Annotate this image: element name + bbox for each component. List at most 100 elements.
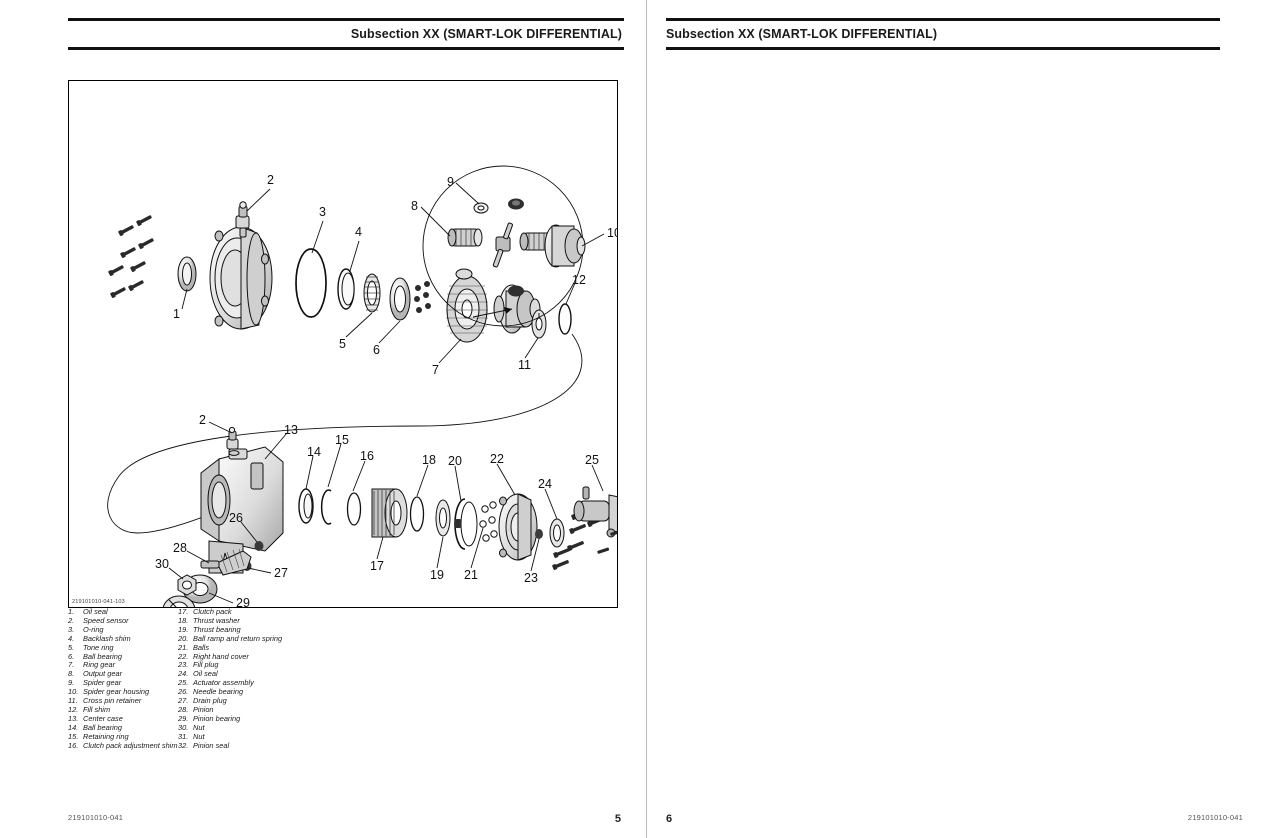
legend-item-label: Ball bearing bbox=[83, 651, 123, 661]
callout-28: 28 bbox=[173, 541, 187, 555]
callout-7: 7 bbox=[432, 363, 439, 377]
header-title: Subsection XX (SMART-LOK DIFFERENTIAL) bbox=[666, 27, 938, 41]
legend-item-number: 31. bbox=[178, 731, 189, 741]
legend-item-label: Pinion seal bbox=[193, 740, 230, 750]
legend-item-number: 6. bbox=[68, 651, 75, 661]
legend-item-label: Clutch pack adjustment shim bbox=[83, 740, 178, 750]
legend-item-number: 30. bbox=[178, 722, 189, 732]
callout-12: 12 bbox=[572, 273, 586, 287]
legend-item: 5. Tone ring bbox=[68, 642, 298, 653]
legend-item-number: 12. bbox=[68, 704, 79, 714]
callout-5: 5 bbox=[339, 337, 346, 351]
legend-item-label: Clutch pack bbox=[193, 607, 232, 616]
callout-9: 9 bbox=[447, 175, 454, 189]
legend-item: 23.Fill plug bbox=[178, 661, 478, 670]
legend-item-label: Oil seal bbox=[83, 607, 108, 616]
legend-item-label: Ball ramp and return spring bbox=[193, 633, 283, 643]
header-rule-top bbox=[666, 18, 1220, 21]
legend-item: 8.Output gear bbox=[68, 669, 298, 679]
callout-27: 27 bbox=[274, 566, 288, 580]
legend-item-label: Speed sensor bbox=[83, 615, 129, 625]
exploded-differential-figure: 1 2 3 4 5 6 7 8 9 10 11 12 2 13 14 15 16… bbox=[68, 80, 618, 608]
legend-item: 6. Ball bearing bbox=[68, 651, 298, 662]
header-rule-top bbox=[68, 18, 624, 21]
callout-10: 10 bbox=[607, 226, 617, 240]
callout-25: 25 bbox=[585, 453, 599, 467]
header-rule-bottom bbox=[68, 47, 624, 50]
legend-item-label: Nut bbox=[193, 731, 205, 741]
legend-item: 22.Right hand cover bbox=[178, 651, 478, 662]
legend-item-number: 32. bbox=[178, 740, 189, 750]
legend-item-label: Actuator assembly bbox=[193, 678, 254, 688]
callout-22: 22 bbox=[490, 452, 504, 466]
legend-item-label: Oil seal bbox=[193, 669, 218, 679]
callout-16: 16 bbox=[360, 449, 374, 463]
legend-item-number: 29. bbox=[178, 713, 189, 723]
legend-item: 16.Clutch pack adjustment shim bbox=[68, 740, 298, 751]
legend-item-label: Fill plug bbox=[193, 660, 219, 670]
legend-item: 28.Pinion bbox=[178, 704, 478, 715]
legend-item-number: 3. bbox=[68, 624, 75, 634]
legend-item-number: 9. bbox=[68, 678, 75, 688]
right-footer-code: 219101010-041 bbox=[1187, 813, 1243, 822]
legend-item: 26. Needle bearing bbox=[178, 687, 478, 697]
callout-23: 23 bbox=[524, 571, 538, 585]
legend-item: 18.Thrust washer bbox=[178, 615, 478, 626]
callout-1: 1 bbox=[173, 307, 180, 321]
left-footer-code: 219101010-041 bbox=[68, 813, 124, 822]
callout-8: 8 bbox=[411, 199, 418, 213]
legend-item-label: Cross pin retainer bbox=[83, 696, 142, 706]
legend-item: 7. Ring gear bbox=[68, 661, 298, 670]
legend-item-number: 19. bbox=[178, 624, 189, 634]
callout-29: 29 bbox=[236, 596, 250, 608]
legend-item: 1. Oil seal bbox=[68, 607, 298, 617]
legend-item: 13.Center case bbox=[68, 714, 298, 724]
legend-item-label: O-ring bbox=[83, 624, 104, 634]
legend-item-number: 26. bbox=[178, 687, 189, 697]
right-page: Subsection XX (SMART-LOK DIFFERENTIAL) L… bbox=[646, 0, 1280, 838]
legend-item-label: Thrust bearing bbox=[193, 624, 241, 634]
legend-item: 11. Cross pin retainer bbox=[68, 696, 298, 706]
legend-item-number: 5. bbox=[68, 642, 75, 652]
legend-item-number: 15. bbox=[68, 731, 79, 741]
legend-item-label: Tone ring bbox=[83, 642, 114, 652]
legend-item-number: 18. bbox=[178, 615, 189, 625]
legend-item-number: 8. bbox=[68, 669, 75, 679]
legend-item-label: Retaining ring bbox=[83, 731, 129, 741]
legend-item-number: 20. bbox=[178, 633, 189, 643]
legend-item-number: 22. bbox=[178, 651, 189, 661]
legend-item: 2. Speed sensor bbox=[68, 615, 298, 626]
callout-11: 11 bbox=[518, 358, 531, 372]
callout-3: 3 bbox=[319, 205, 326, 219]
legend-item-number: 2. bbox=[68, 615, 75, 625]
legend-item: 32. Pinion seal bbox=[178, 740, 478, 751]
legend-item: 29. Pinion bearing bbox=[178, 713, 478, 724]
legend-item-number: 11. bbox=[68, 696, 78, 706]
legend-item-label: Ring gear bbox=[83, 660, 116, 670]
legend-item-label: Needle bearing bbox=[193, 687, 244, 697]
exploded-view-artwork bbox=[107, 165, 617, 607]
callout-6: 6 bbox=[373, 343, 380, 357]
legend-item: 19. Thrust bearing bbox=[178, 624, 478, 635]
legend-item: 14.Ball bearing bbox=[68, 722, 298, 733]
legend-item: 17.Clutch pack bbox=[178, 607, 478, 617]
legend-item: 30.Nut bbox=[178, 722, 478, 733]
callout-20: 20 bbox=[448, 454, 462, 468]
callout-21: 21 bbox=[464, 568, 478, 582]
legend-item: 3. O-ring bbox=[68, 624, 298, 635]
legend-item-number: 1. bbox=[68, 607, 75, 616]
legend-item-label: Balls bbox=[193, 642, 210, 652]
right-page-number: 6 bbox=[666, 813, 673, 825]
callout-2b: 2 bbox=[199, 413, 206, 427]
legend-item: 15. Retaining ring bbox=[68, 731, 298, 742]
callout-18: 18 bbox=[422, 453, 436, 467]
legend-item-label: Pinion bearing bbox=[193, 713, 241, 723]
callout-2: 2 bbox=[267, 173, 274, 187]
legend-item-label: Pinion bbox=[193, 704, 214, 714]
figure-code: 219101010-041-103 bbox=[72, 599, 125, 605]
legend-item-label: Ball bearing bbox=[83, 722, 123, 732]
legend-item: 9.Spider gear bbox=[68, 678, 298, 688]
callout-19: 19 bbox=[430, 568, 444, 582]
legend-item-number: 7. bbox=[68, 660, 75, 670]
